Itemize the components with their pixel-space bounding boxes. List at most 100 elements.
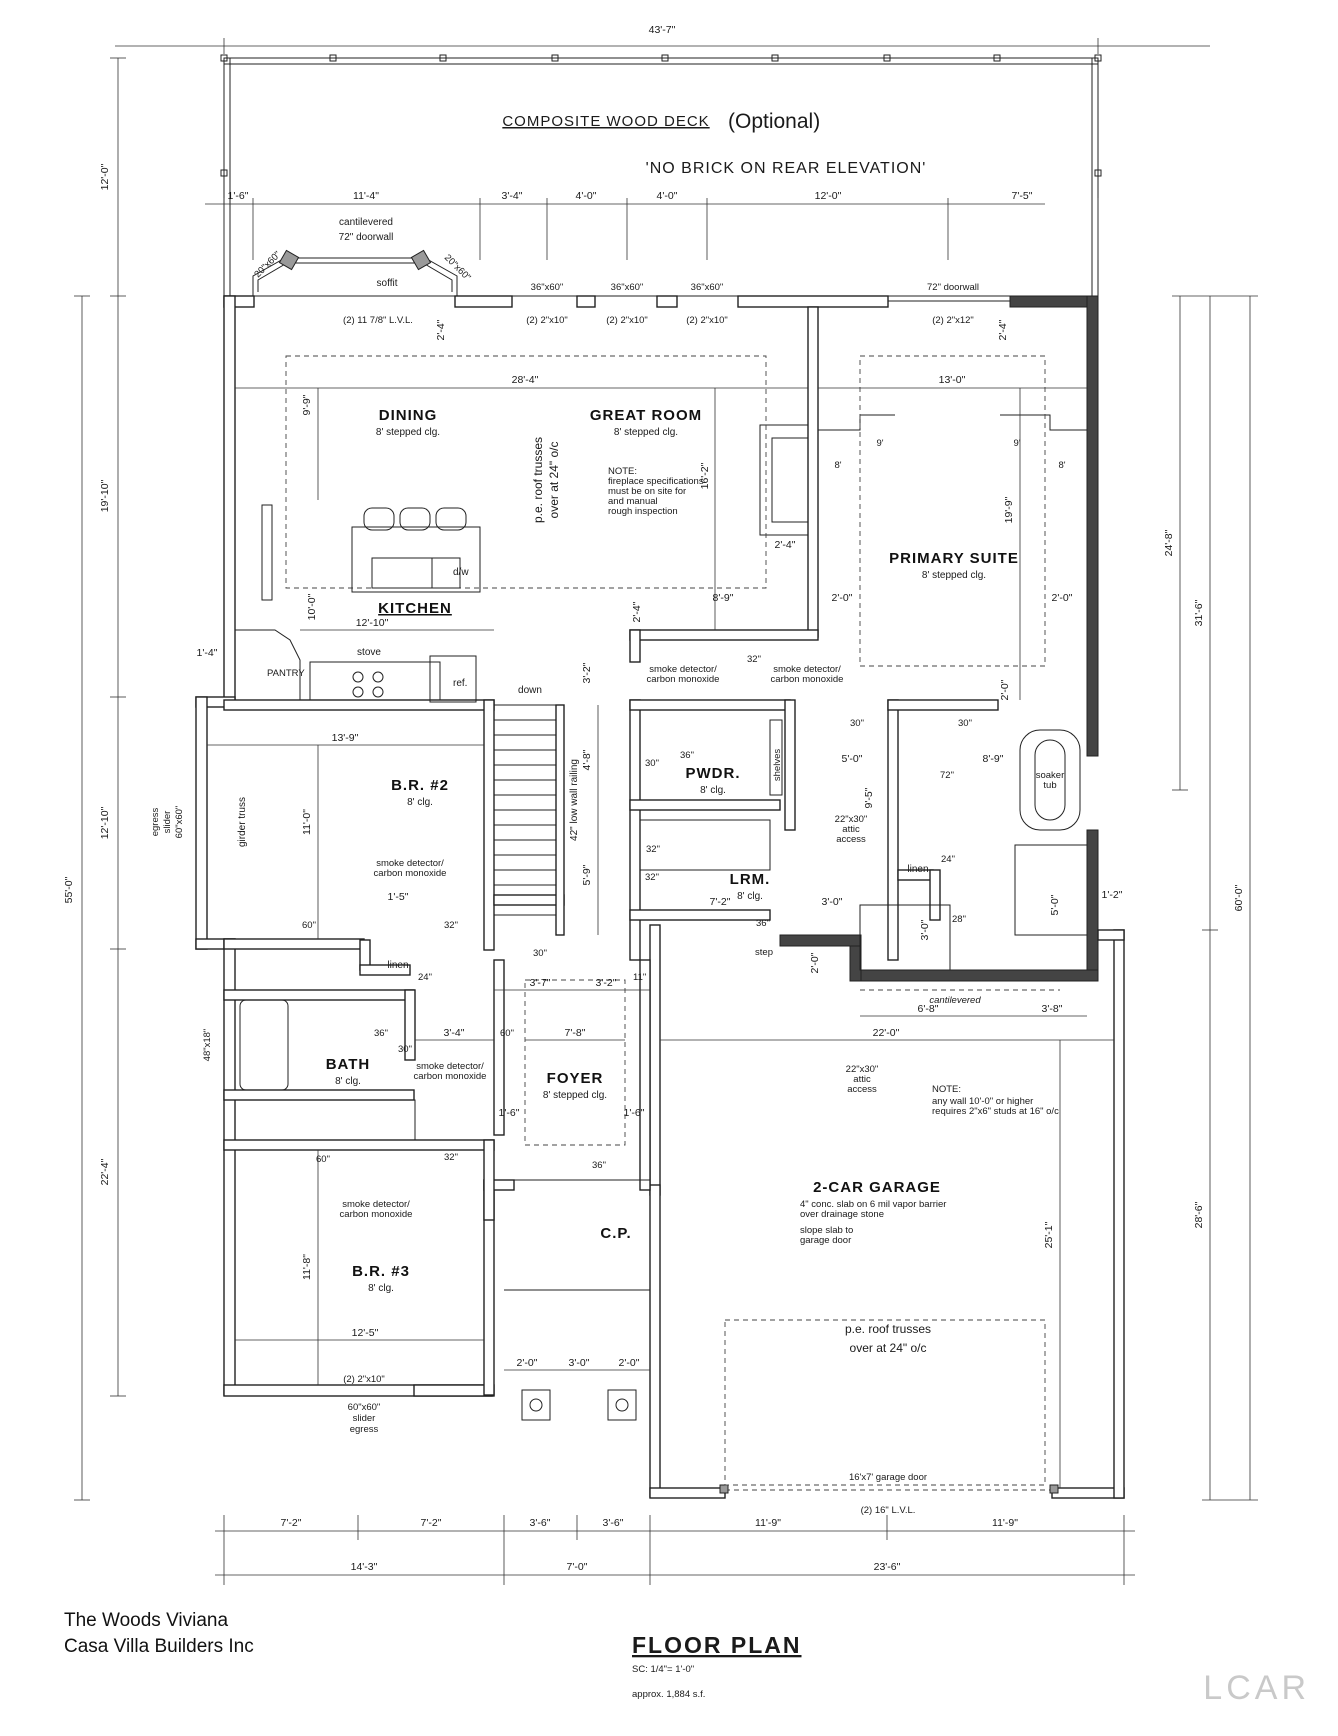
door-32b: 32" [645,872,659,883]
header-2x10-1: (2) 2"x10" [526,315,568,326]
lvl-header: (2) 11 7/8" L.V.L. [343,315,413,326]
ceiling-outlines [285,355,1060,1486]
overall-width-dim: 43'-7" [649,24,676,36]
room-bath: BATH [326,1056,371,1073]
smoke-5b: carbon monoxide [340,1209,413,1220]
dim-59: 5'-9" [581,864,593,885]
window-36x60-1: 36"x60" [531,282,564,293]
top-dim-3: 3'-4" [502,190,523,202]
door-28a: 28" [952,914,966,925]
bottom-dim-6: 11'-9" [992,1517,1018,1529]
stove-label: stove [357,647,381,658]
room-br3-sub: 8' clg. [368,1283,394,1294]
attic-1b: attic [842,824,860,835]
credit-line-2: Casa Villa Builders Inc [64,1636,254,1657]
room-kitchen: KITCHEN [378,600,452,617]
garage-note-1: any wall 10'-0" or higher [932,1096,1033,1107]
fp-note-1: fireplace specifications [608,476,704,487]
room-garage: 2-CAR GARAGE [813,1179,941,1196]
interior-dimensions: 28'-4" 13'-0" 9'-9" 16'-2" 19'-9" 2'-4" … [197,319,1123,1488]
right-dim-3: 28'-6" [1193,1201,1205,1228]
dim-24b: 2'-4" [997,319,1009,340]
dim-cp-b: 3'-0" [569,1357,590,1369]
dim-br3-depth: 11'-8" [301,1254,313,1280]
room-pwdr: PWDR. [686,765,741,782]
room-pwdr-sub: 8' clg. [700,785,726,796]
garage-spec-1: 4" conc. slab on 6 mil vapor barrier [800,1199,946,1210]
door-30b: 30" [958,718,972,729]
room-br2-sub: 8' clg. [407,797,433,808]
door-60c: 60" [316,1154,330,1165]
top-dim-4: 4'-0" [576,190,597,202]
bay-window-left: 20"x60" [252,249,283,280]
egress-label-3: 60"x60" [174,806,185,839]
dim-br2-depth: 11'-0" [301,809,313,835]
left-dim-2: 12'-10" [99,806,111,839]
dim-24d: 2'-4" [631,601,643,622]
dim-24c: 2'-4" [775,539,796,551]
dim-38: 3'-8" [1042,1003,1063,1015]
plan-area: approx. 1,884 s.f. [632,1689,705,1700]
carport-columns [521,1389,637,1421]
door-72a: 72" [940,770,954,781]
dishwasher-label: d/w [453,567,469,578]
dim-16a: 1'-6" [499,1107,520,1119]
dim-78: 7'-8" [565,1027,586,1039]
garage-note-2: requires 2"x6" studs at 16" o/c [932,1106,1059,1117]
cantilevered-label: cantilevered [339,217,393,228]
room-carport: C.P. [600,1225,631,1242]
garage-spec-3: slope slab to [800,1225,853,1236]
room-primary-suite-sub: 8' stepped clg. [922,570,986,581]
dim-kitchen-width: 12'-10" [356,617,389,629]
dim-br2-width: 13'-9" [332,732,359,744]
top-dim-2: 11'-4" [353,190,379,202]
ref-label: ref. [453,678,467,689]
girder-truss-label: girder truss [237,797,248,847]
door-32a: 32" [747,654,761,665]
left-dimensions: 55'-0" 12'-0" 19'-10" 12'-10" 22'-4" [63,57,126,1501]
door-32e: 32" [646,844,660,855]
linen-2: linen [387,960,408,971]
smoke-2a: smoke detector/ [773,664,841,675]
dim-fp8b: 8' [1058,460,1065,471]
room-primary-suite: PRIMARY SUITE [889,550,1019,567]
bottom-dim-1: 7'-2" [281,1517,302,1529]
header-2x12: (2) 2"x12" [932,315,974,326]
fp-note-3: and manual [608,496,658,507]
dim-48: 4'-8" [581,749,593,770]
room-foyer-sub: 8' stepped clg. [543,1090,607,1101]
header-2x10-bottom: (2) 2"x10" [343,1374,385,1385]
soaker-1: soaker [1036,770,1065,781]
window-48x18: 48"x18" [202,1029,213,1062]
dim-34: 3'-4" [444,1027,465,1039]
dim-dining-depth: 9'-9" [301,394,313,415]
exterior-walls [195,249,1125,1499]
dim-br3-width: 12'-5" [352,1327,379,1339]
left-deck-dim: 12'-0" [99,163,111,190]
kitchen-fixtures [261,504,481,703]
door-36b: 36" [756,918,770,929]
dim-95: 9'-5" [863,787,875,808]
dim-kitchen-depth: 10'-0" [306,593,318,620]
right-dimensions: 24'-8" 31'-6" 28'-6" 60'-0" [1163,295,1258,1501]
dim-12: 1'-2" [1102,889,1123,901]
bottom-dim-2: 7'-2" [421,1517,442,1529]
low-wall-label: 42" low wall railing [569,759,580,841]
garage-spec-4: garage door [800,1235,851,1246]
room-great-room: GREAT ROOM [590,407,702,424]
attic-2a: 22"x30" [846,1064,879,1075]
door-60b: 60" [500,1028,514,1039]
garage-spec-2: over drainage stone [800,1209,884,1220]
top-dim-5: 4'-0" [657,190,678,202]
soaker-2: tub [1043,780,1056,791]
smoke-5a: smoke detector/ [342,1199,410,1210]
dim-89b: 8'-9" [983,753,1004,765]
door-30c: 30" [645,758,659,769]
soffit-label: soffit [377,278,398,289]
door-36d: 36" [592,1160,606,1171]
door-30e: 30" [398,1044,412,1055]
garage-trusses-1: p.e. roof trusses [845,1322,931,1336]
dim-37: 3'-7" [530,977,551,989]
room-bath-sub: 8' clg. [335,1076,361,1087]
